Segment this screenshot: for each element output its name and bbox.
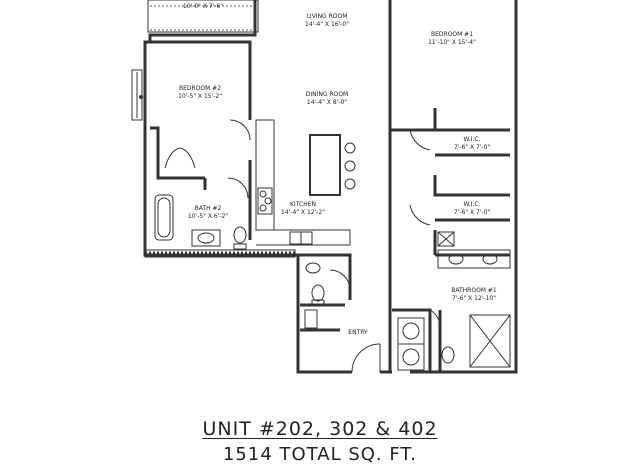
bath-2-name: BATH #2 [195, 205, 222, 212]
dining-room-dims: 14'-4" X 8'-0" [307, 99, 347, 106]
balcony-dims: 10'-0" X 7'-6" [183, 3, 223, 10]
wic-2-name: W.I.C. [464, 201, 481, 208]
balcony [147, 0, 259, 33]
bedroom-2-walls [150, 40, 252, 240]
dining-room-name: DINING ROOM [306, 91, 348, 98]
bedroom-2-dims: 10'-5" X 15'-2" [178, 93, 222, 100]
living-room-dims: 14'-4" X 16'-0" [305, 21, 349, 28]
living-room-name: LIVING ROOM [307, 13, 348, 20]
unit-title: UNIT #202, 302 & 402 [0, 418, 640, 440]
hatched-wall [144, 249, 296, 258]
bathroom-1-fixtures [429, 249, 511, 372]
bedroom-2-name: BEDROOM #2 [179, 85, 221, 92]
total-sq-ft: 1514 TOTAL SQ. FT. [222, 444, 417, 465]
room-labels: 10'-0" X 7'-6" LIVING ROOM 14'-4" X 16'-… [178, 3, 497, 336]
entry-area [298, 253, 432, 373]
entry-name: ENTRY [348, 329, 368, 336]
wic-1-dims: 7'-6" X 7'-0" [454, 144, 491, 151]
bedroom-1-name: BEDROOM #1 [431, 31, 473, 38]
bathroom-1-dims: 7'-6" X 12'-10" [452, 295, 496, 302]
kitchen-name: KITCHEN [290, 201, 316, 208]
bath-2-fixtures [154, 194, 247, 250]
wic-1-name: W.I.C. [464, 136, 481, 143]
left-sliding-door [131, 69, 143, 121]
floor-plan-drawing: 10'-0" X 7'-6" LIVING ROOM 14'-4" X 16'-… [131, 0, 518, 374]
bedroom-1-walls [390, 108, 510, 257]
unit-title-text: UNIT #202, 302 & 402 [202, 418, 438, 440]
bath-2-dims: 10'-5" X 6'-2" [188, 213, 228, 220]
bathroom-1-name: BATHROOM #1 [451, 287, 497, 294]
bedroom-1-dims: 11'-10" X 15'-4" [428, 39, 476, 46]
kitchen-fixtures [255, 119, 356, 246]
wic-2-dims: 7'-6" X 7'-0" [454, 209, 491, 216]
kitchen-dims: 14'-4" X 12'-2" [281, 209, 325, 216]
